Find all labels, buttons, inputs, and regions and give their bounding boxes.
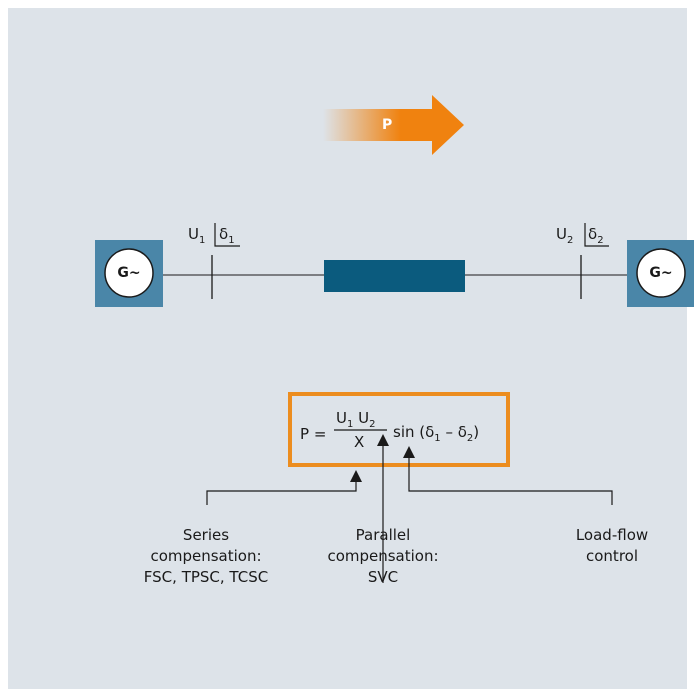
sin-text: sin (δ (393, 423, 435, 441)
angle-subscript: 2 (597, 235, 604, 246)
loadflow-line-2: control (586, 547, 638, 565)
bus-left-voltage: U1 (188, 224, 205, 251)
voltage-symbol: U (556, 225, 567, 243)
delta2-subscript: 2 (466, 433, 474, 444)
loadflow-control-text: Load-flow control (537, 525, 687, 567)
series-connector (206, 482, 357, 505)
angle-symbol-right (584, 223, 609, 247)
formula-sin-term: sin (δ1 – δ2) (393, 422, 479, 449)
loadflow-connector (408, 458, 613, 505)
formula-numerator: U1 U2 (336, 408, 376, 435)
series-line-2: compensation: (150, 547, 262, 565)
formula-lhs: P = (300, 425, 327, 443)
numerator-u1: U (336, 409, 347, 427)
bus-right-voltage: U2 (556, 224, 573, 251)
parallel-line-1: Parallel (355, 526, 411, 544)
bus-left-angle: δ1 (219, 224, 235, 251)
angle-symbol: δ (219, 225, 229, 243)
power-flow-label: P (382, 117, 393, 133)
voltage-subscript: 2 (566, 235, 574, 246)
delta1-subscript: 1 (434, 433, 441, 444)
generator-left-icon (104, 248, 154, 298)
series-line-1: Series (182, 526, 230, 544)
bus-right-angle: δ2 (588, 224, 604, 251)
series-arrowhead (350, 470, 362, 482)
generator-right-icon (636, 248, 686, 298)
series-line-3: FSC, TPSC, TCSC (143, 568, 269, 586)
numerator-u1-subscript: 1 (346, 419, 354, 430)
minus-delta: – δ (440, 423, 467, 441)
voltage-symbol: U (188, 225, 199, 243)
generator-left-label: G~ (117, 265, 141, 281)
close-paren: ) (473, 423, 480, 441)
power-flow-arrow (323, 95, 464, 155)
loadflow-line-1: Load-flow (575, 526, 649, 544)
voltage-subscript: 1 (198, 235, 206, 246)
parallel-arrowhead (377, 434, 389, 446)
angle-subscript: 1 (228, 235, 235, 246)
angle-symbol: δ (588, 225, 598, 243)
parallel-line-2: compensation: (327, 547, 439, 565)
parallel-compensation-text: Parallel compensation: SVC (308, 525, 458, 588)
line-reactance-block (324, 260, 465, 292)
formula-denominator: X (354, 433, 365, 451)
numerator-u2: U (358, 409, 370, 427)
loadflow-arrowhead (403, 446, 415, 458)
numerator-u2-subscript: 2 (369, 419, 376, 430)
parallel-line-3: SVC (367, 568, 399, 586)
series-compensation-text: Series compensation: FSC, TPSC, TCSC (131, 525, 281, 588)
formula-box (288, 392, 510, 467)
angle-symbol-left (214, 223, 240, 247)
generator-right-label: G~ (649, 265, 673, 281)
